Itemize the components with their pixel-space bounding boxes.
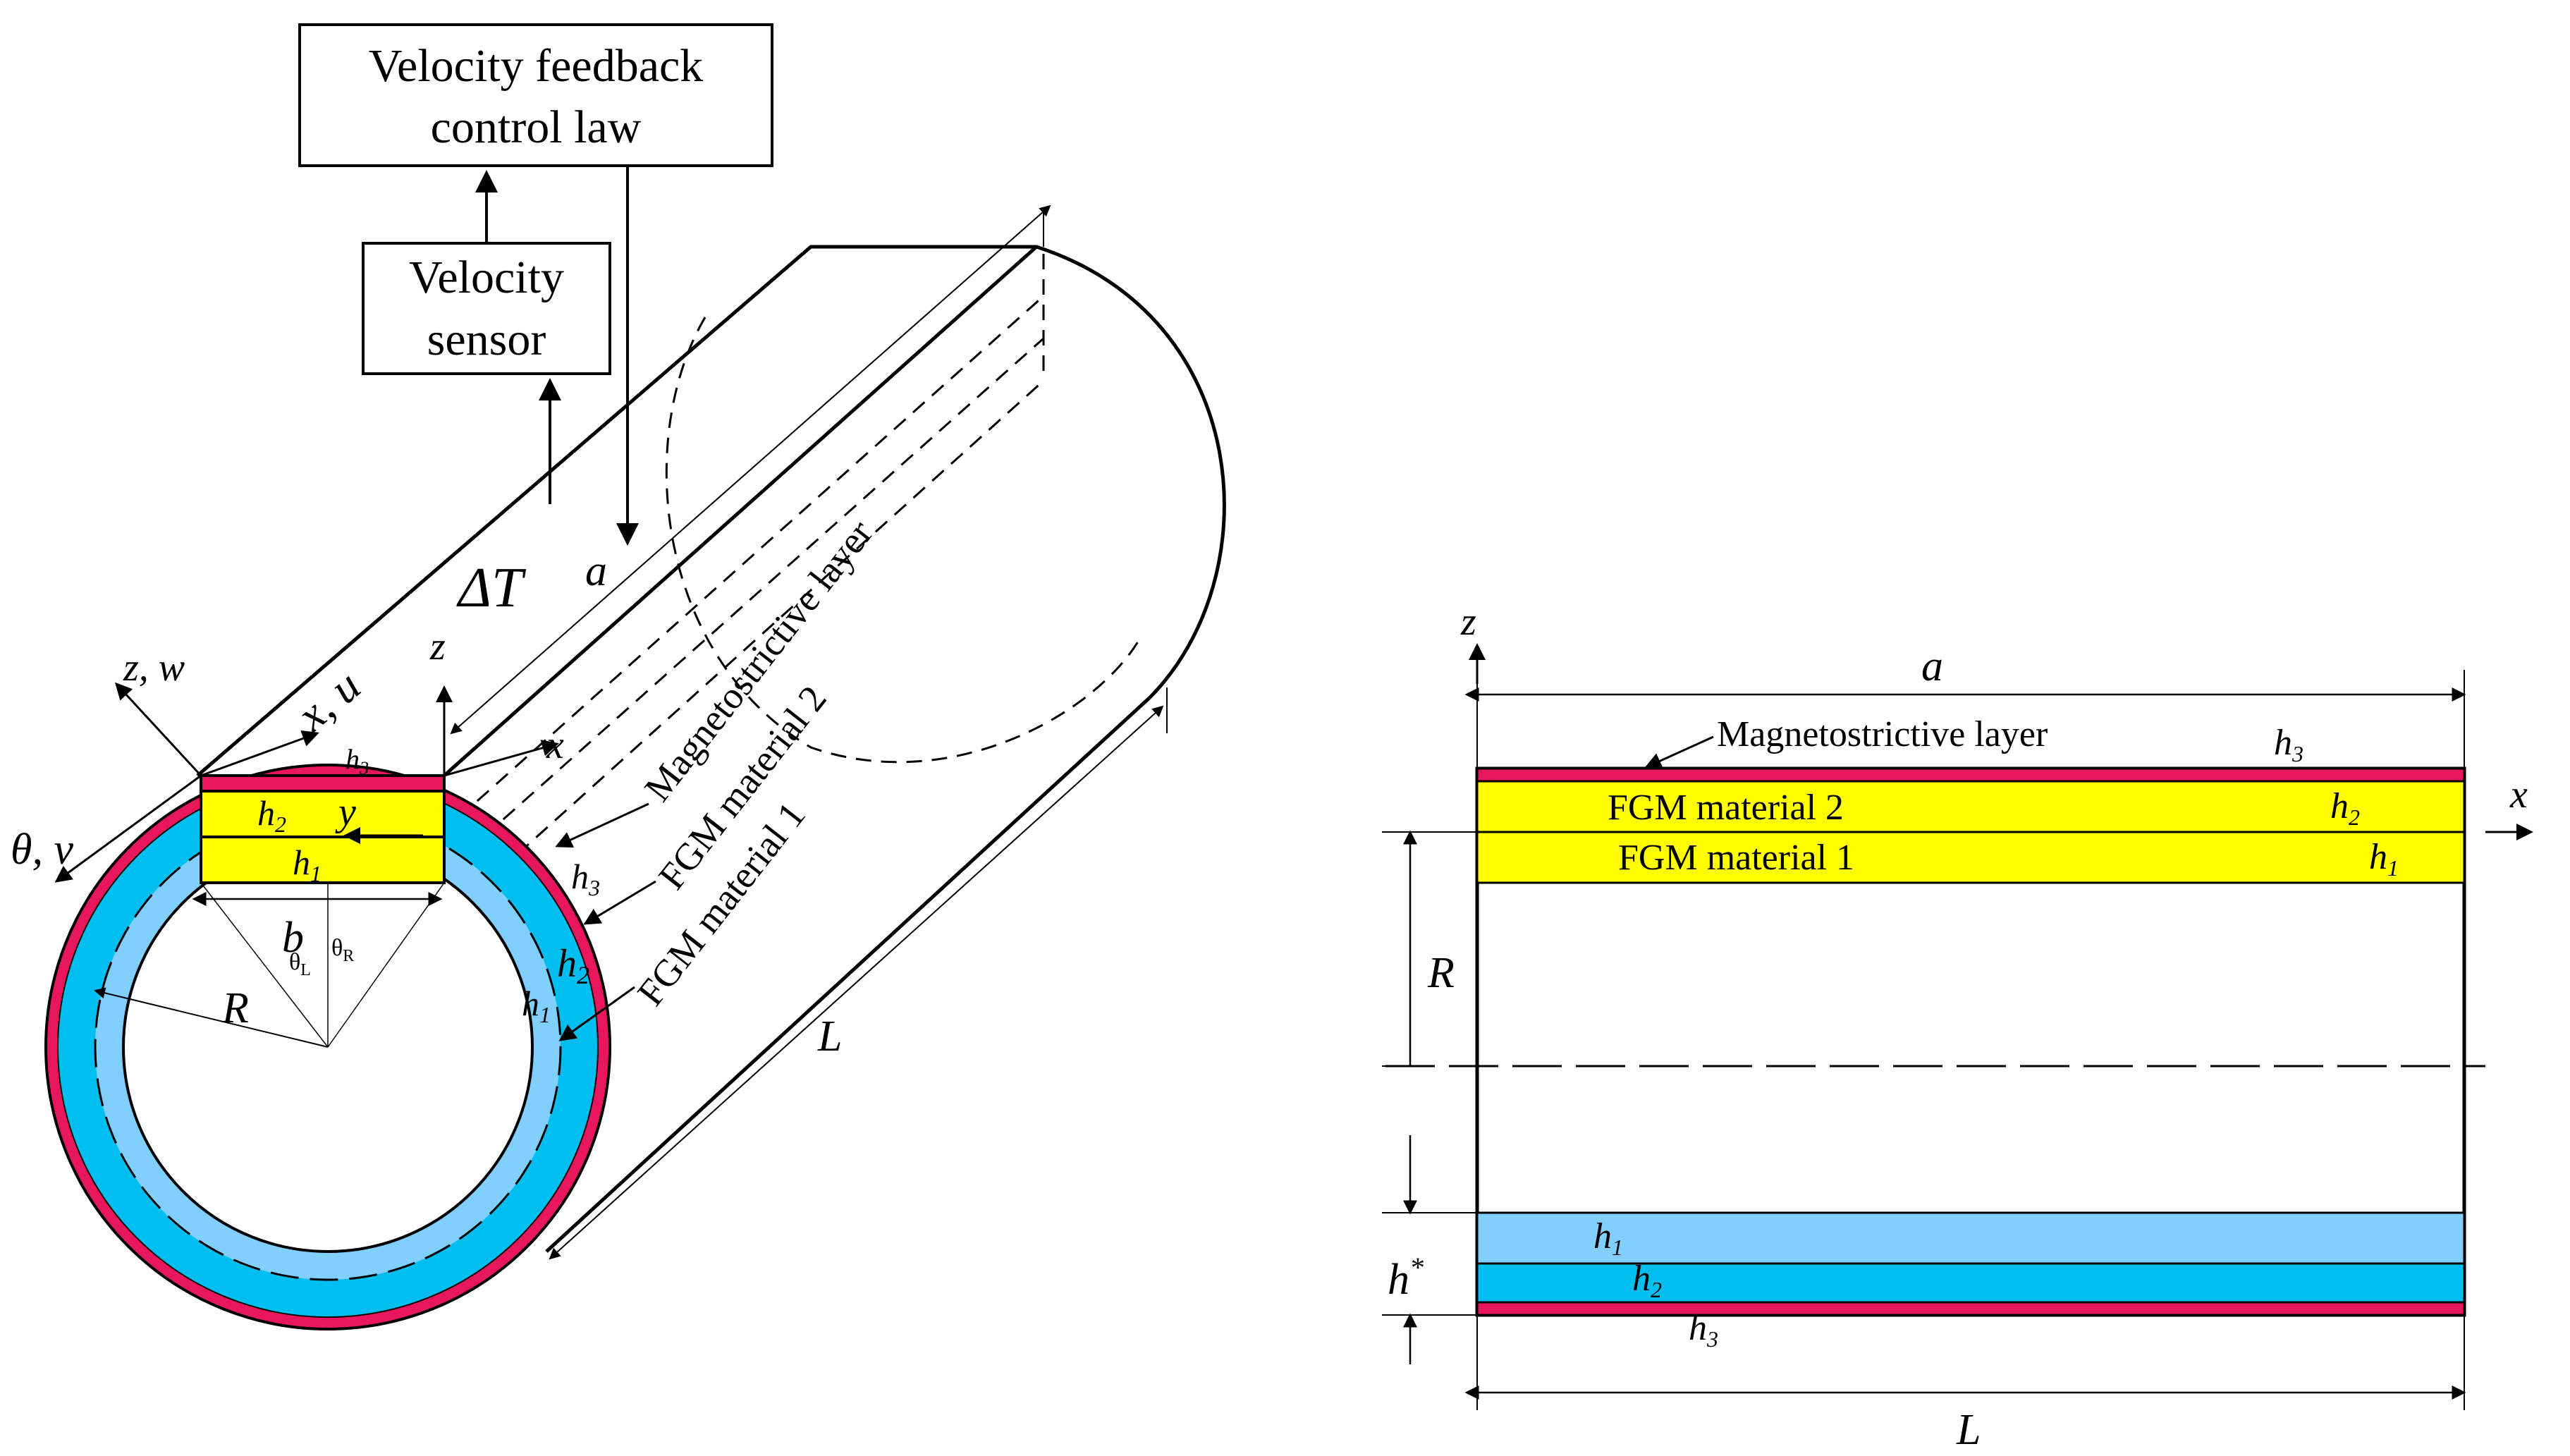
label-h1-ring: h1 — [522, 984, 551, 1027]
label-theta-L: θL — [289, 949, 311, 979]
label-delta-t: ΔT — [456, 557, 527, 619]
patch-magnetostrictive — [200, 774, 446, 793]
top-fgm1-layer — [1476, 831, 2466, 884]
label-axis-theta-v: θ, v — [11, 826, 73, 874]
control-law-line1: Velocity feedback — [369, 40, 704, 92]
angle-line-right — [327, 882, 445, 1048]
right-label-fgm1: FGM material 1 — [1618, 838, 1854, 878]
right-label-h1-top: h1 — [2369, 837, 2399, 881]
radius-R-line — [94, 987, 329, 1048]
label-R-left: R — [221, 984, 249, 1032]
right-label-h2-top: h2 — [2330, 786, 2360, 830]
dim-a-line — [450, 204, 1051, 735]
label-h3-top: h3 — [345, 743, 369, 778]
label-h1-patch: h1 — [293, 843, 322, 886]
right-label-L: L — [1956, 1406, 1981, 1454]
right-label-x: x — [2509, 773, 2528, 816]
right-label-magneto: Magnetostrictive layer — [1717, 714, 2048, 754]
cylinder-outline — [196, 245, 1226, 777]
patch-fgm2 — [200, 790, 446, 838]
bottom-magneto-layer — [1476, 1301, 2466, 1316]
right-label-R: R — [1427, 949, 1455, 997]
top-fgm2-layer — [1476, 780, 2466, 833]
label-axis-z: z — [429, 625, 446, 668]
dim-L-line — [549, 705, 1164, 1260]
label-h2-patch: h2 — [257, 793, 286, 837]
right-label-z: z — [1460, 600, 1476, 644]
right-pointer-magneto — [1644, 735, 1714, 769]
right-label-a: a — [1921, 642, 1943, 690]
label-h3-ring: h3 — [571, 857, 600, 900]
velocity-sensor-box — [362, 242, 611, 375]
sensor-line1: Velocity — [409, 252, 564, 303]
pointer-fgm2 — [583, 880, 656, 925]
right-label-h3-bottom: h3 — [1689, 1308, 1718, 1352]
top-magneto-layer — [1476, 767, 2466, 783]
right-label-h2-bottom: h2 — [1632, 1259, 1662, 1302]
label-axis-zw: z, w — [123, 646, 185, 690]
angle-line-left — [200, 882, 329, 1048]
right-label-hstar: h* — [1388, 1252, 1424, 1304]
cylinder-3d-view: Velocity feedback control law Velocity s… — [11, 23, 1226, 1330]
label-axis-x: x — [546, 723, 564, 767]
bottom-fgm1-layer — [1476, 1211, 2466, 1265]
label-axis-xu: x, u — [287, 660, 369, 740]
control-law-box — [298, 23, 773, 167]
control-law-line2: control law — [431, 102, 642, 153]
label-a-left: a — [585, 547, 607, 595]
axis-x-arrow — [443, 740, 559, 777]
pointer-fgm1 — [558, 986, 635, 1041]
axis-xu-arrow — [200, 730, 319, 777]
label-b: b — [282, 914, 304, 962]
axis-theta-arrow — [54, 774, 202, 883]
pointer-magneto — [555, 802, 649, 848]
ring-midplane — [94, 813, 562, 1281]
sensor-line2: sensor — [427, 314, 546, 365]
label-L-left: L — [817, 1013, 842, 1060]
right-label-h3-top: h3 — [2274, 723, 2303, 766]
right-label-h1-bottom: h1 — [1593, 1216, 1623, 1260]
label-axis-y: y — [335, 790, 356, 834]
bottom-fgm2-layer — [1476, 1262, 2466, 1304]
section-view: z x a L R h* Magnetostrictive layer FGM … — [1382, 600, 2533, 1454]
patch-fgm1 — [200, 836, 446, 884]
axis-zw-arrow — [114, 682, 202, 777]
label-h2-ring: h2 — [557, 942, 589, 989]
right-label-fgm2: FGM material 2 — [1608, 788, 1844, 828]
label-theta-R: θR — [331, 935, 354, 965]
